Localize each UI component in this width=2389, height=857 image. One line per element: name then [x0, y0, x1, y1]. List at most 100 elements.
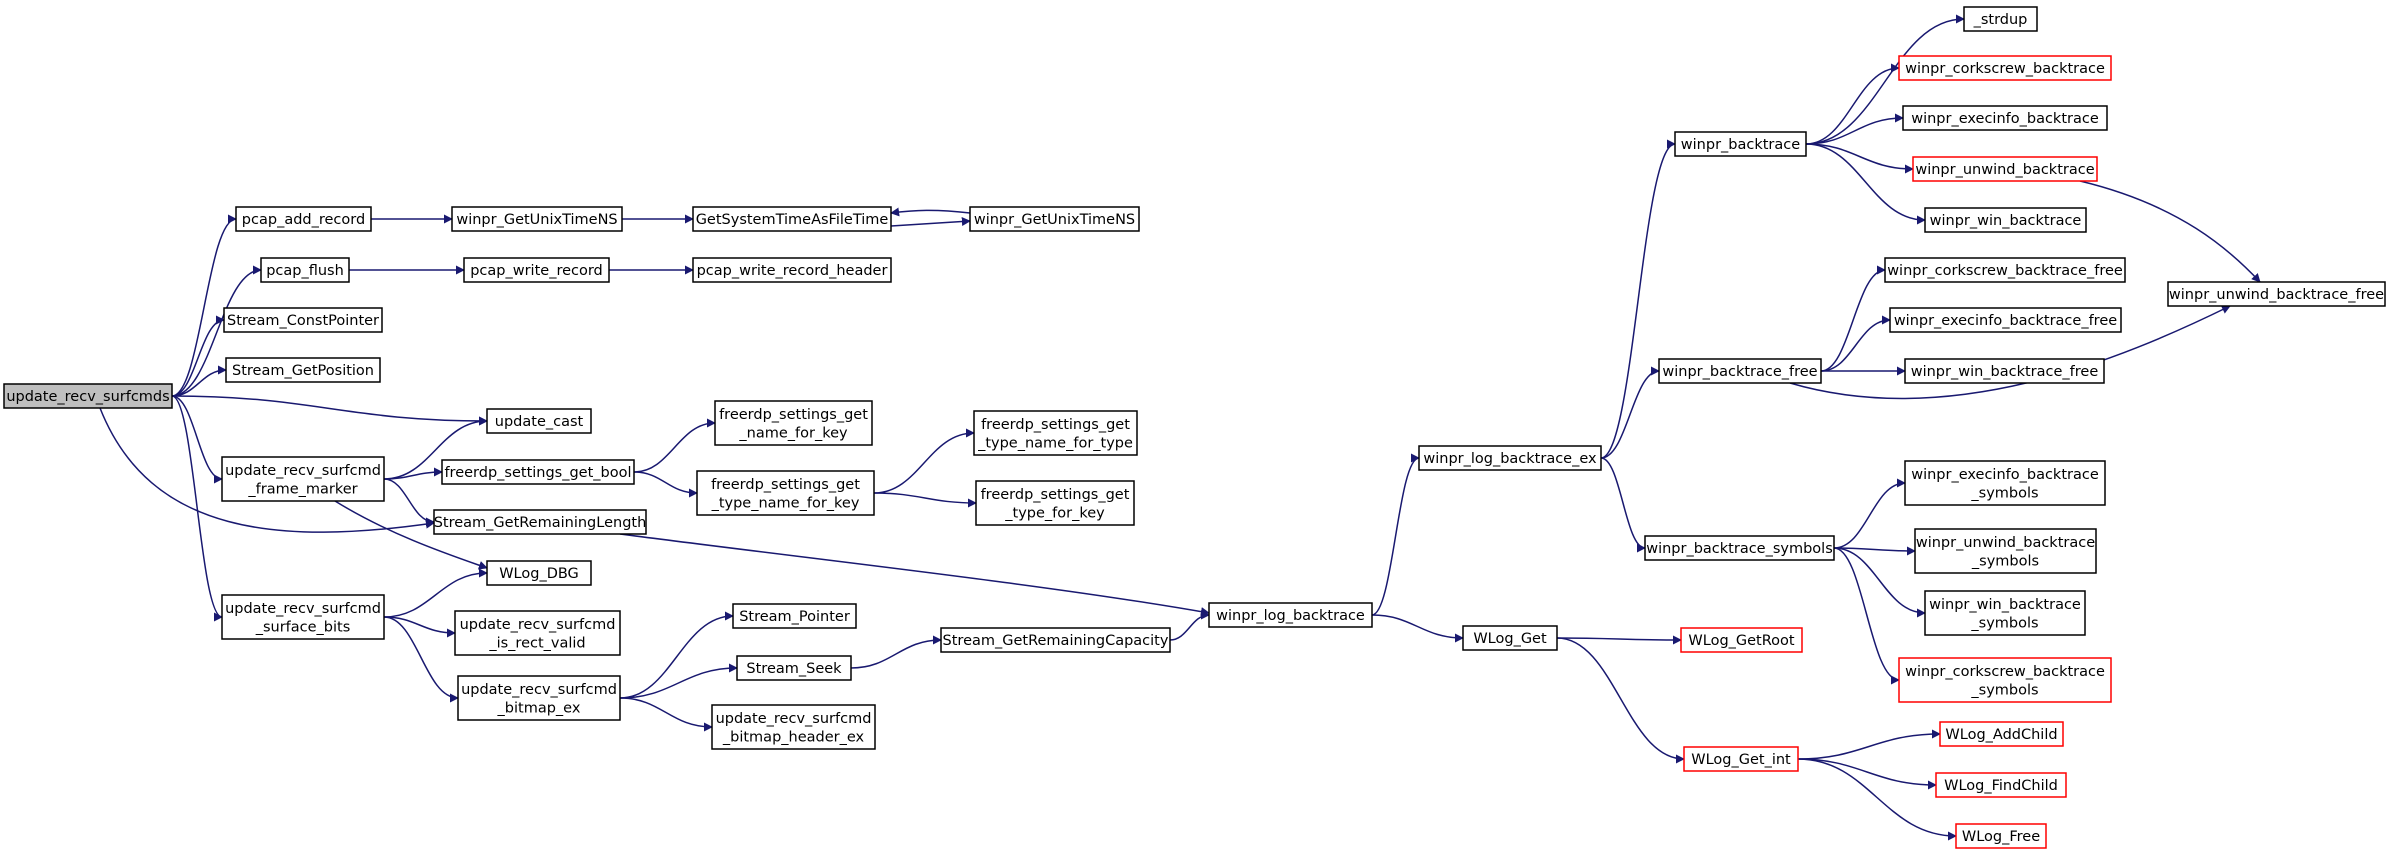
edge-n21-to-n25	[619, 697, 713, 732]
edge-n12-to-n13	[633, 418, 716, 473]
edge-n21-to-n22	[619, 611, 734, 699]
node-winpr-execinfo-backtrace-free[interactable]: winpr_execinfo_backtrace_free	[1889, 307, 2122, 333]
node-label: update_recv_surfcmd	[460, 617, 616, 633]
node-stream-getremaininglength[interactable]: Stream_GetRemainingLength	[433, 509, 647, 535]
edge-n45-to-n46	[1833, 478, 1906, 549]
node-label: _is_rect_valid	[488, 635, 585, 651]
node-box	[454, 610, 621, 656]
node-winpr-unwind-backtrace[interactable]: winpr_unwind_backtrace	[1912, 156, 2098, 182]
node-winpr-log-backtrace[interactable]: winpr_log_backtrace	[1208, 602, 1373, 628]
node-winpr-corkscrew-backtrace-symbols[interactable]: winpr_corkscrew_backtrace_symbols	[1898, 657, 2112, 703]
node-label: freerdp_settings_get_bool	[444, 465, 631, 481]
node-label: winpr_corkscrew_backtrace	[1905, 61, 2105, 77]
node-freerdp-settings-get-type-name-for-key[interactable]: freerdp_settings_get_type_name_for_key	[696, 470, 875, 516]
node-winpr-backtrace-free[interactable]: winpr_backtrace_free	[1658, 358, 1822, 384]
node-label: winpr_unwind_backtrace	[1915, 162, 2094, 178]
edge-n0-to-n5	[171, 265, 262, 397]
edge-line	[1371, 453, 1420, 616]
node-update-recv-surfcmd-bitmap-ex[interactable]: update_recv_surfcmd_bitmap_ex	[457, 675, 621, 721]
node-label: update_recv_surfcmd	[225, 463, 381, 479]
node-update-recv-surfcmd-is-rect-valid[interactable]: update_recv_surfcmd _is_rect_valid	[454, 610, 621, 656]
node-box	[1683, 746, 1799, 772]
node-box	[692, 257, 892, 283]
node-winpr-corkscrew-backtrace-free[interactable]: winpr_corkscrew_backtrace_free	[1884, 257, 2126, 283]
edge-line	[1820, 265, 1886, 372]
node-winpr-getunixtimens[interactable]: winpr_GetUnixTimeNS	[969, 206, 1140, 232]
edge-line	[171, 214, 237, 397]
node-update-recv-surfcmd-bitmap-header-ex[interactable]: update_recv_surfcmd_bitmap_header_ex	[711, 704, 876, 750]
node-stream-constpointer[interactable]: Stream_ConstPointer	[223, 307, 383, 333]
node-stream-getremainingcapacity[interactable]: Stream_GetRemainingCapacity	[940, 627, 1171, 653]
node-wlog-free[interactable]: WLog_Free	[1955, 823, 2047, 849]
edge-line	[1805, 63, 1900, 145]
edge-n12-to-n14	[633, 471, 698, 498]
node-winpr-backtrace-symbols[interactable]: winpr_backtrace_symbols	[1644, 535, 1835, 561]
node-winpr-corkscrew-backtrace[interactable]: winpr_corkscrew_backtrace	[1898, 55, 2112, 81]
node-stream-seek[interactable]: Stream_Seek	[736, 655, 852, 681]
edge-line	[873, 492, 977, 508]
node-box	[457, 675, 621, 721]
node-winpr-execinfo-backtrace[interactable]: winpr_execinfo_backtrace	[1902, 105, 2108, 131]
node-box	[732, 603, 857, 629]
node-winpr-unwind-backtrace-free[interactable]: winpr_unwind_backtrace_free	[2167, 281, 2386, 307]
node-pcap-flush[interactable]: pcap_flush	[260, 257, 350, 283]
node-wlog-get-int[interactable]: WLog_Get_int	[1683, 746, 1799, 772]
edge-line	[1169, 610, 1210, 641]
node-box	[1904, 358, 2105, 384]
node-winpr-win-backtrace-free[interactable]: winpr_win_backtrace_free	[1904, 358, 2105, 384]
node-box	[1884, 257, 2126, 283]
node-wlog-findchild[interactable]: WLog_FindChild	[1935, 772, 2067, 798]
node-stream-pointer[interactable]: Stream_Pointer	[732, 603, 857, 629]
node-wlog-addchild[interactable]: WLog_AddChild	[1939, 721, 2064, 747]
node-pcap-add-record[interactable]: pcap_add_record	[235, 206, 372, 232]
node-winpr-win-backtrace[interactable]: winpr_win_backtrace	[1924, 207, 2087, 233]
node-freerdp-settings-get-type-name-for-type[interactable]: freerdp_settings_get_type_name_for_type	[973, 410, 1138, 456]
node-label: Stream_ConstPointer	[227, 313, 379, 329]
node-pcap-write-record[interactable]: pcap_write_record	[463, 257, 610, 283]
node-winpr-execinfo-backtrace-symbols[interactable]: winpr_execinfo_backtrace_symbols	[1904, 460, 2106, 506]
node-label: winpr_backtrace_free	[1662, 364, 1817, 380]
node-update-recv-surfcmds[interactable]: update_recv_surfcmds	[3, 383, 173, 409]
node-label: freerdp_settings_get	[981, 487, 1130, 503]
edge-n28-to-n29	[1556, 635, 1682, 645]
node-freerdp-settings-get-name-for-key[interactable]: freerdp_settings_get_name_for_key	[714, 400, 873, 446]
node-box	[975, 480, 1135, 526]
node-strdup[interactable]: _strdup	[1963, 6, 2038, 32]
node-wlog-dbg[interactable]: WLog_DBG	[486, 560, 592, 586]
node-label: WLog_Get_int	[1691, 752, 1791, 768]
node-winpr-unwind-backtrace-symbols[interactable]: winpr_unwind_backtrace_symbols	[1914, 528, 2097, 574]
edge-n23-to-n24	[850, 635, 942, 669]
node-box	[260, 257, 350, 283]
edge-line	[633, 418, 716, 473]
node-update-cast[interactable]: update_cast	[486, 408, 592, 434]
node-label: _type_name_for_type	[977, 435, 1133, 451]
edge-n26-to-n27	[1371, 453, 1420, 616]
node-stream-getposition[interactable]: Stream_GetPosition	[225, 357, 381, 383]
node-winpr-win-backtrace-symbols[interactable]: winpr_win_backtrace_symbols	[1924, 590, 2086, 636]
node-label: winpr_win_backtrace	[1930, 213, 2082, 229]
node-wlog-getroot[interactable]: WLog_GetRoot	[1680, 627, 1803, 653]
node-freerdp-settings-get-type-for-key[interactable]: freerdp_settings_get_type_for_key	[975, 480, 1135, 526]
edge-line	[1805, 113, 1904, 145]
node-pcap-write-record-header[interactable]: pcap_write_record_header	[692, 257, 892, 283]
node-update-recv-surfcmd-surface-bits[interactable]: update_recv_surfcmd_surface_bits	[221, 594, 385, 640]
node-winpr-log-backtrace-ex[interactable]: winpr_log_backtrace_ex	[1418, 445, 1602, 471]
edge-n11-to-n10	[383, 416, 488, 480]
node-label: pcap_add_record	[242, 212, 365, 228]
node-label: winpr_execinfo_backtrace	[1911, 111, 2099, 127]
node-freerdp-settings-get-bool[interactable]: freerdp_settings_get_bool	[441, 459, 635, 485]
node-winpr-getunixtimens[interactable]: winpr_GetUnixTimeNS	[451, 206, 623, 232]
node-box	[1912, 156, 2098, 182]
node-label: winpr_backtrace	[1681, 137, 1800, 153]
edge-line	[1556, 637, 1685, 764]
node-wlog-get[interactable]: WLog_Get	[1462, 625, 1558, 651]
node-box	[973, 410, 1138, 456]
node-getsystemtimeasfiletime[interactable]: GetSystemTimeAsFileTime	[692, 206, 892, 232]
node-winpr-backtrace[interactable]: winpr_backtrace	[1674, 131, 1807, 157]
edge-n28-to-n30	[1556, 637, 1685, 764]
edge-line	[1833, 478, 1906, 549]
node-update-recv-surfcmd-frame-marker[interactable]: update_recv_surfcmd_frame_marker	[221, 456, 385, 502]
edge-n0-to-n8	[171, 315, 225, 397]
edge-n11-to-n18	[334, 500, 488, 570]
